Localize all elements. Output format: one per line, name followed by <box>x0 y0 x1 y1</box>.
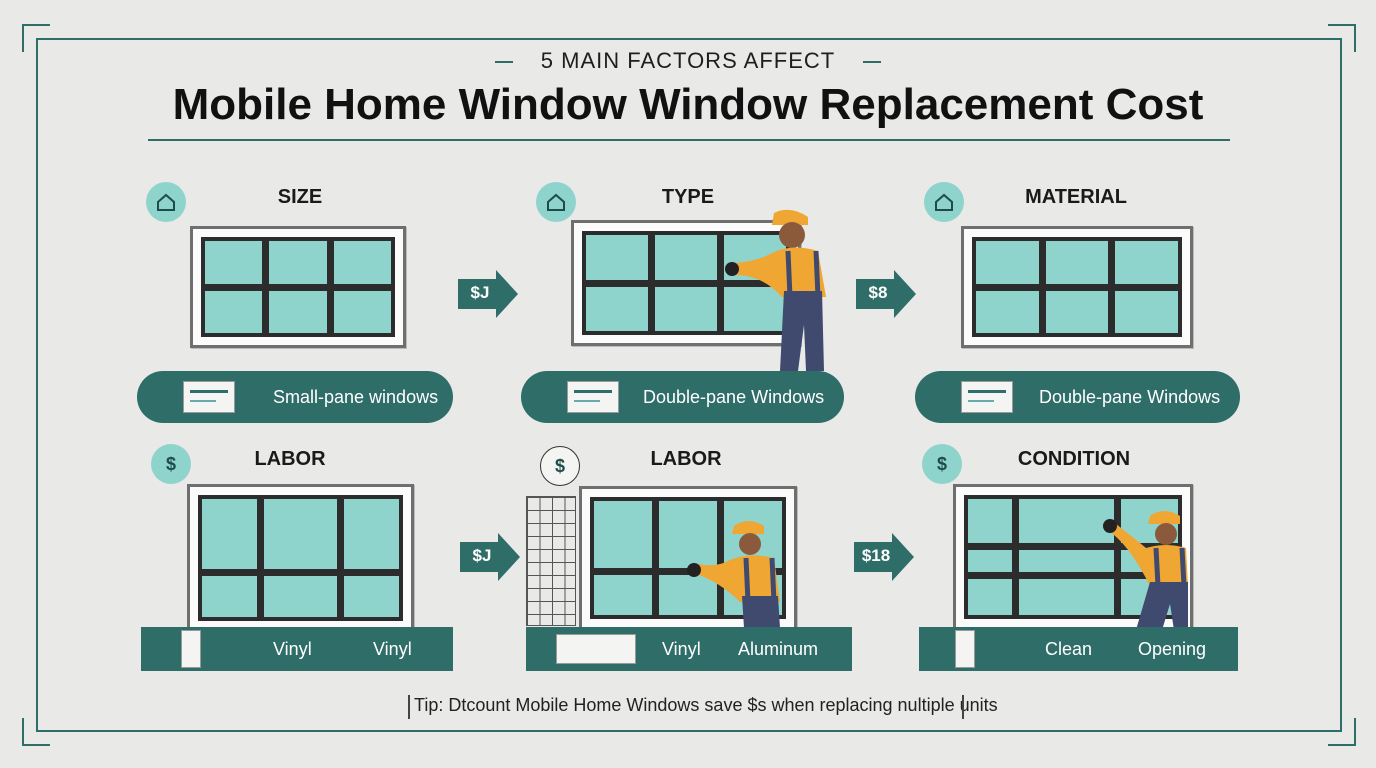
panel-label-condition: CONDITION <box>1017 448 1131 470</box>
house-icon <box>924 182 964 222</box>
receipt-icon <box>955 630 975 668</box>
receipt-icon <box>556 634 636 664</box>
base-left-labor-2: Vinyl <box>662 639 701 659</box>
corner-ornament-tr <box>1328 24 1356 52</box>
price-tag-icon <box>961 381 1013 413</box>
price-tag-icon <box>183 381 235 413</box>
subtitle-text: 5 MAIN FACTORS AFFECT <box>540 48 836 73</box>
tip-text: Tip: Dtcount Mobile Home Windows save $s… <box>414 695 998 715</box>
window-type <box>571 220 801 346</box>
arrow-1-label: $J <box>470 283 490 302</box>
tip-bar-left <box>408 695 410 719</box>
dollar-icon: $ <box>540 446 580 486</box>
house-icon <box>146 182 186 222</box>
base-left-condition: Clean <box>1045 639 1093 659</box>
window-size <box>190 226 406 348</box>
window-material <box>961 226 1193 348</box>
subtitle-dash-left <box>494 61 513 64</box>
title-divider <box>148 139 1230 141</box>
pill-size: Small-pane windows <box>137 371 453 423</box>
pill-text-size: Small-pane windows <box>273 386 439 407</box>
house-icon <box>536 182 576 222</box>
panel-label-type: TYPE <box>661 186 715 208</box>
arrow-3: $J <box>460 533 520 581</box>
page-title: Mobile Home Window Window Replacement Co… <box>172 80 1204 129</box>
base-condition: Clean Opening <box>919 627 1238 671</box>
scaffold-grid <box>526 496 576 626</box>
base-right-labor: Vinyl <box>373 639 412 659</box>
corner-ornament-tl <box>22 24 50 52</box>
tip-bar-right <box>962 695 964 719</box>
pill-type: Double-pane Windows <box>521 371 844 423</box>
worker-figure <box>1103 511 1188 630</box>
base-labor: Vinyl Vinyl <box>141 627 453 671</box>
subtitle-dash-right <box>863 61 882 64</box>
pill-text-material: Double-pane Windows <box>1039 386 1221 407</box>
base-right-condition: Opening <box>1138 639 1207 659</box>
base-labor-2: Vinyl Aluminum <box>526 627 852 671</box>
panel-label-material: MATERIAL <box>1025 186 1127 208</box>
price-tag-icon <box>567 381 619 413</box>
subtitle: 5 MAIN FACTORS AFFECT <box>0 48 1376 74</box>
worker-figure <box>725 209 826 371</box>
pill-text-type: Double-pane Windows <box>643 386 825 407</box>
corner-ornament-br <box>1328 718 1356 746</box>
arrow-1: $J <box>458 270 518 318</box>
worker-figure <box>687 521 780 628</box>
arrow-2-label: $8 <box>868 283 888 302</box>
corner-ornament-bl <box>22 718 50 746</box>
arrow-4-label: $18 <box>861 546 891 565</box>
panel-label-labor-2: LABOR <box>650 448 722 470</box>
receipt-icon <box>181 630 201 668</box>
dollar-icon: $ <box>151 444 191 484</box>
base-left-labor: Vinyl <box>273 639 312 659</box>
arrow-3-label: $J <box>472 546 492 565</box>
pill-material: Double-pane Windows <box>915 371 1240 423</box>
arrow-2: $8 <box>856 270 916 318</box>
base-right-labor-2: Aluminum <box>738 639 819 659</box>
panel-label-labor: LABOR <box>254 448 326 470</box>
dollar-icon: $ <box>922 444 962 484</box>
panel-label-size: SIZE <box>277 186 323 208</box>
arrow-4: $18 <box>854 533 914 581</box>
border-frame <box>36 38 1342 732</box>
window-labor <box>187 484 414 632</box>
